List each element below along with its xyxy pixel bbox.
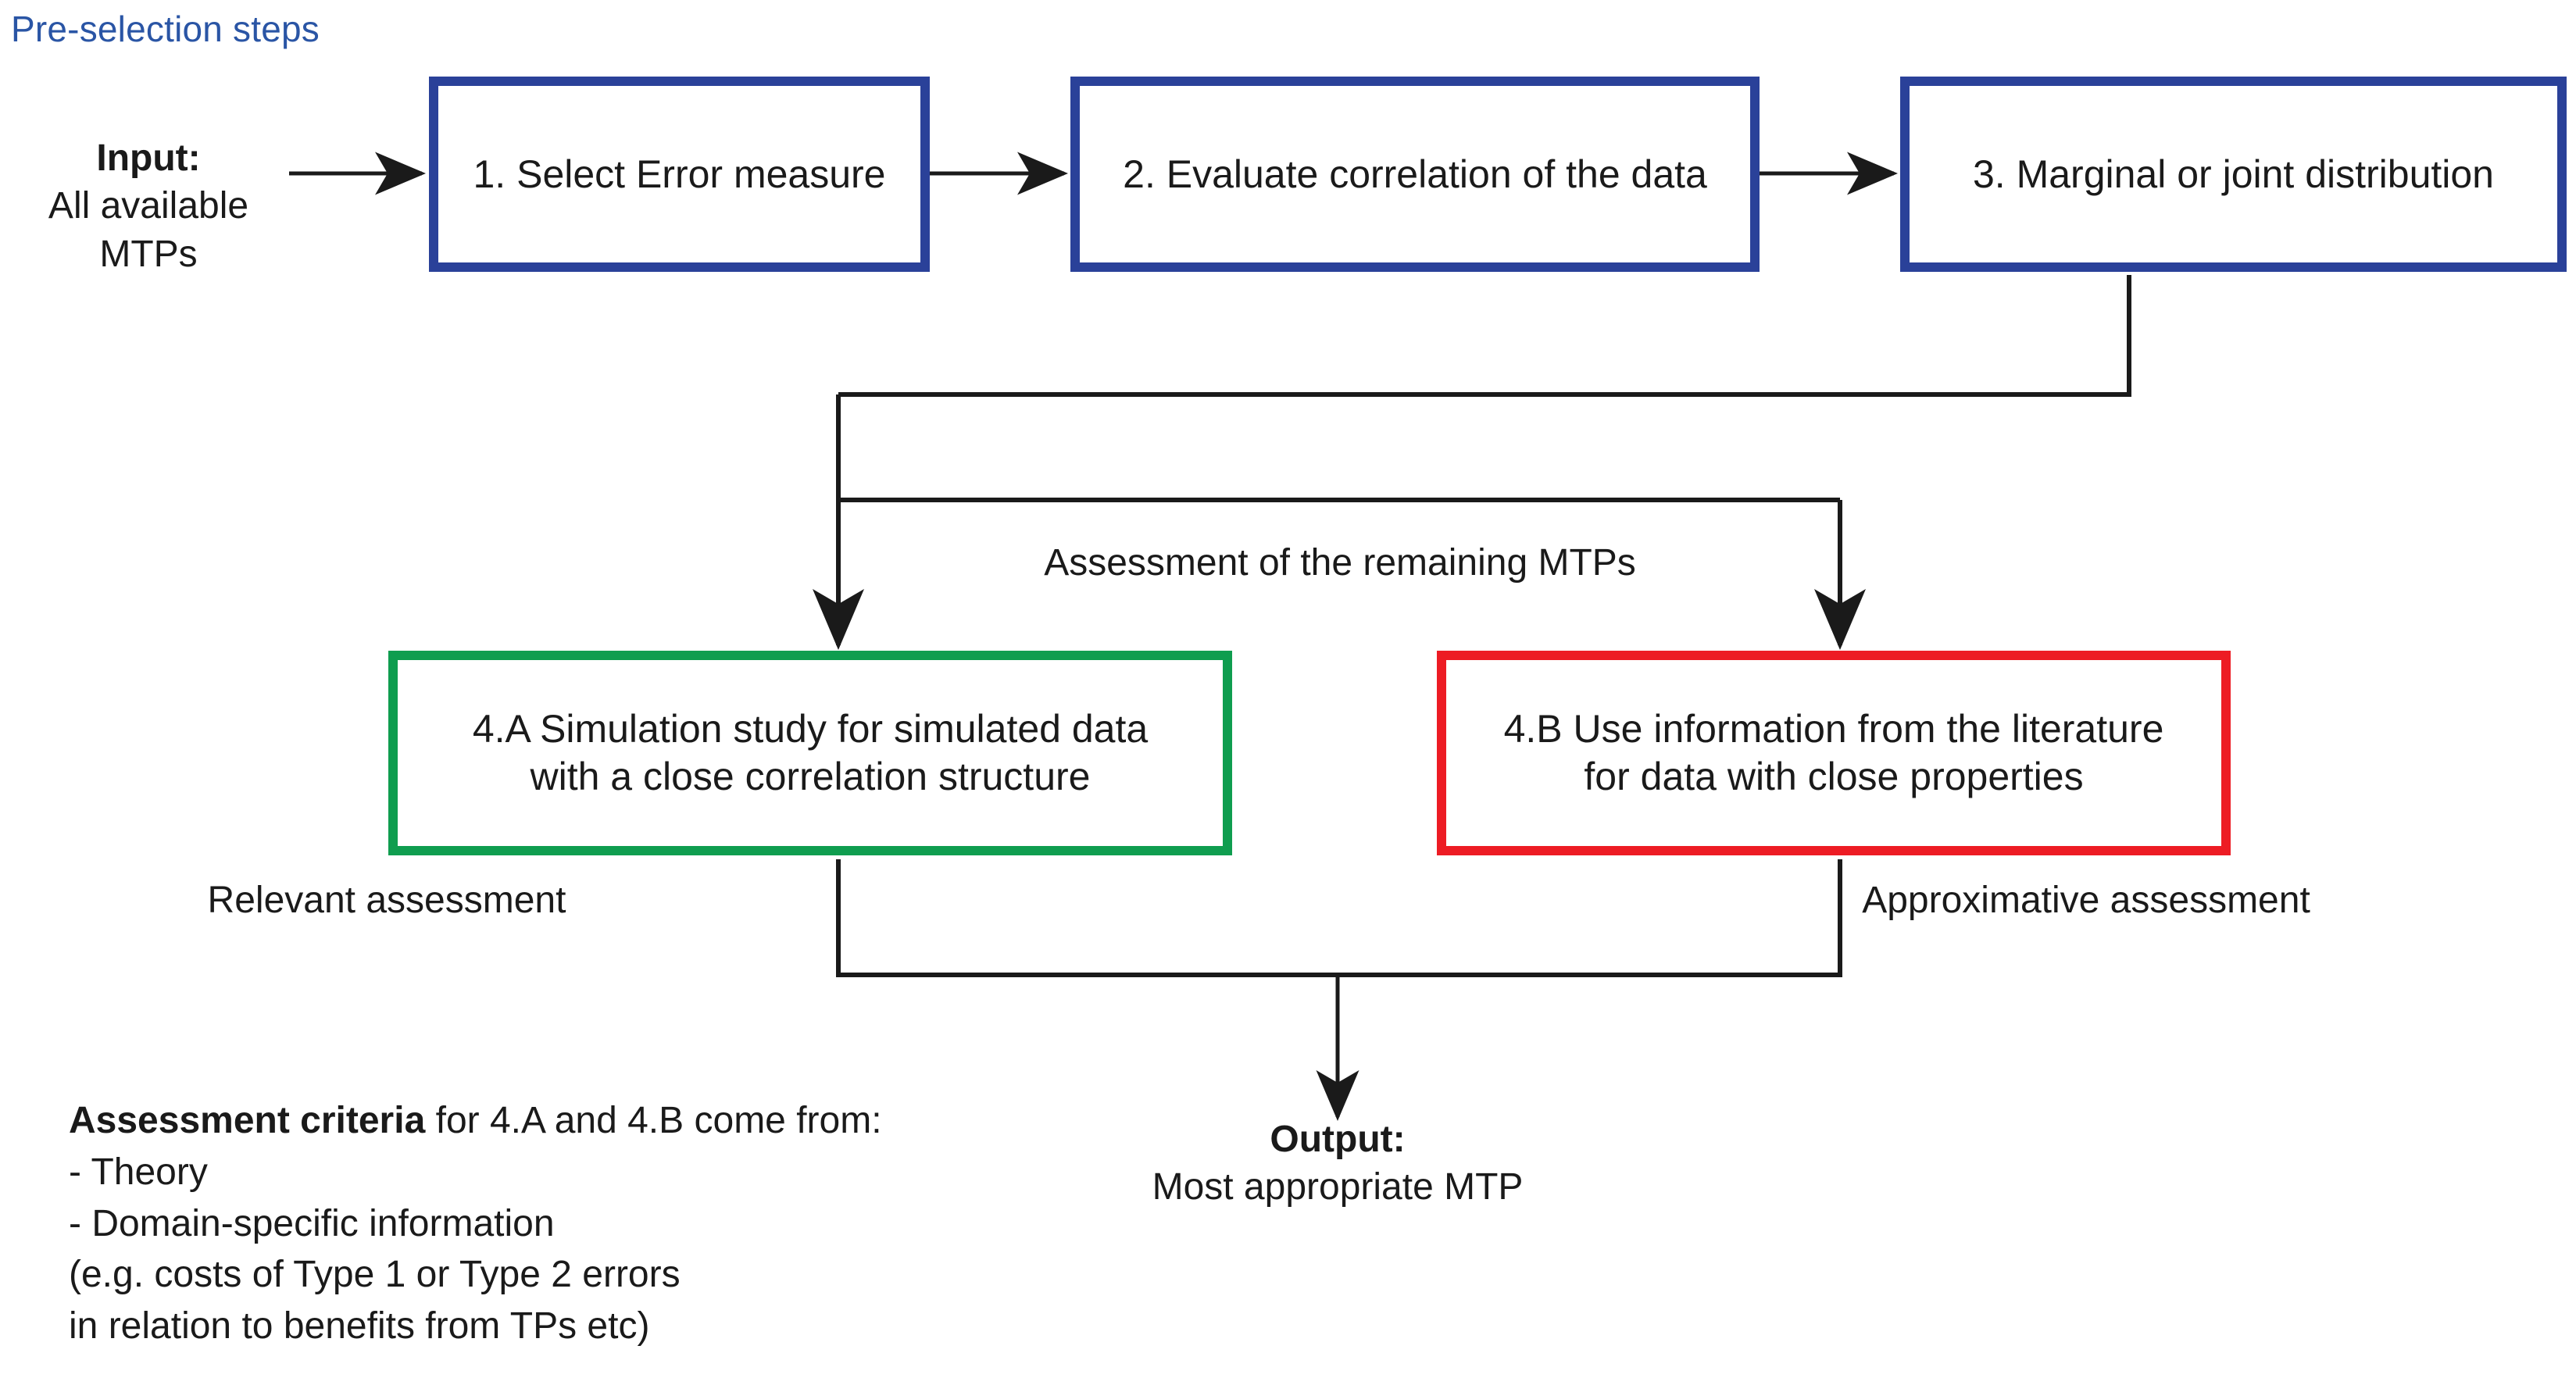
step-box-1-label: 1. Select Error measure <box>473 152 886 196</box>
connector-branches-to-output <box>836 859 1842 1121</box>
assessment-criteria-heading: Assessment criteria for 4.A and 4.B come… <box>69 1095 1045 1147</box>
output-detail: Most appropriate MTP <box>1152 1166 1524 1208</box>
branch-box-4a-label: 4.A Simulation study for simulated data … <box>472 707 1149 798</box>
branch-box-4b-label: 4.B Use information from the literature … <box>1503 707 2164 798</box>
section-title: Pre-selection steps <box>11 9 320 49</box>
step-box-3-label: 3. Marginal or joint distribution <box>1973 152 2494 196</box>
branch-box-4a[interactable]: 4.A Simulation study for simulated data … <box>388 651 1232 855</box>
branch-caption-4b: Approximative assessment <box>1862 880 2310 921</box>
output-title: Output: <box>1270 1119 1406 1160</box>
assessment-criteria-heading-tail: for 4.A and 4.B come from: <box>425 1100 882 1141</box>
branch-caption-4a: Relevant assessment <box>207 880 566 921</box>
assessment-criteria-item: - Theory <box>69 1151 208 1193</box>
assessment-criteria-item: (e.g. costs of Type 1 or Type 2 errors <box>69 1254 681 1296</box>
branch-box-4b[interactable]: 4.B Use information from the literature … <box>1437 651 2231 855</box>
input-block: Input: All available MTPs <box>0 134 297 278</box>
assessment-criteria-item: in relation to benefits from TPs etc) <box>69 1305 650 1347</box>
step-box-3[interactable]: 3. Marginal or joint distribution <box>1900 77 2567 272</box>
assessment-criteria-list: - Theory - Domain-specific information (… <box>69 1147 1045 1352</box>
input-detail: All available MTPs <box>48 185 249 275</box>
assessment-criteria-item: - Domain-specific information <box>69 1202 555 1244</box>
connector-step3-to-branches <box>813 275 2131 650</box>
assessment-criteria-heading-strong: Assessment criteria <box>69 1100 426 1141</box>
assessment-criteria-block: Assessment criteria for 4.A and 4.B come… <box>69 1095 1045 1352</box>
step-box-2-label: 2. Evaluate correlation of the data <box>1123 152 1707 196</box>
output-block: Output: Most appropriate MTP <box>1049 1115 1627 1212</box>
step-box-1[interactable]: 1. Select Error measure <box>429 77 930 272</box>
input-title: Input: <box>96 137 201 179</box>
assessment-label: Assessment of the remaining MTPs <box>1044 542 1636 584</box>
step-box-2[interactable]: 2. Evaluate correlation of the data <box>1070 77 1760 272</box>
